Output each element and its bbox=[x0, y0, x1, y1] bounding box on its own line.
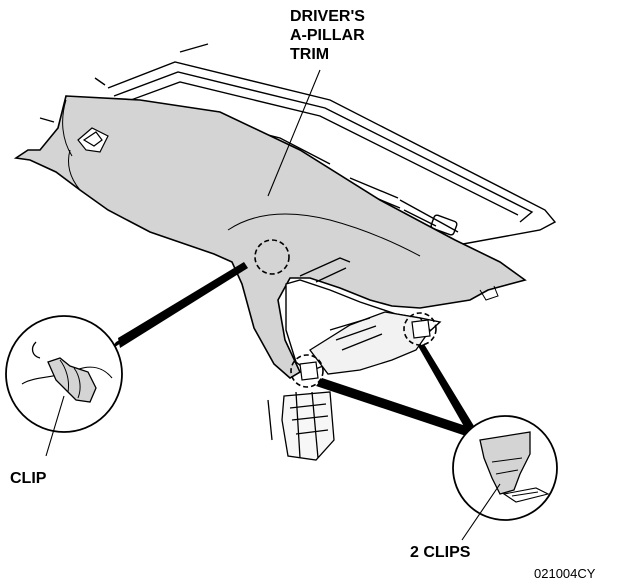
clip-label: CLIP bbox=[10, 470, 47, 487]
right-clip-circle bbox=[403, 312, 437, 346]
a-pillar-trim-panel bbox=[13, 95, 527, 379]
clip-detail-circle bbox=[5, 315, 123, 433]
two-clips-detail-icon bbox=[479, 431, 531, 495]
left-clip-circle bbox=[290, 354, 324, 388]
trim-bracket bbox=[77, 127, 109, 153]
trim-label-leader bbox=[267, 69, 321, 197]
lower-bracket bbox=[267, 257, 431, 461]
two-clips-detail-circle bbox=[452, 415, 558, 521]
two-clips-label: 2 CLIPS bbox=[410, 544, 471, 561]
detail-leader-wedges bbox=[110, 262, 474, 436]
figure-code: 021004CY bbox=[534, 566, 596, 581]
clip-detail-icon bbox=[47, 357, 97, 403]
clip-highlight-circles bbox=[254, 239, 437, 388]
trim-label-line1: DRIVER'S bbox=[290, 8, 365, 25]
clip-marks bbox=[299, 319, 431, 381]
two-clips-label-leader bbox=[461, 483, 501, 541]
trim-label-line3: TRIM bbox=[290, 46, 330, 63]
trim-label-line2: A-PILLAR bbox=[290, 27, 365, 44]
clip-label-leader bbox=[45, 395, 65, 457]
upper-clip-circle bbox=[254, 239, 290, 275]
trim-crease-lines bbox=[62, 99, 499, 301]
